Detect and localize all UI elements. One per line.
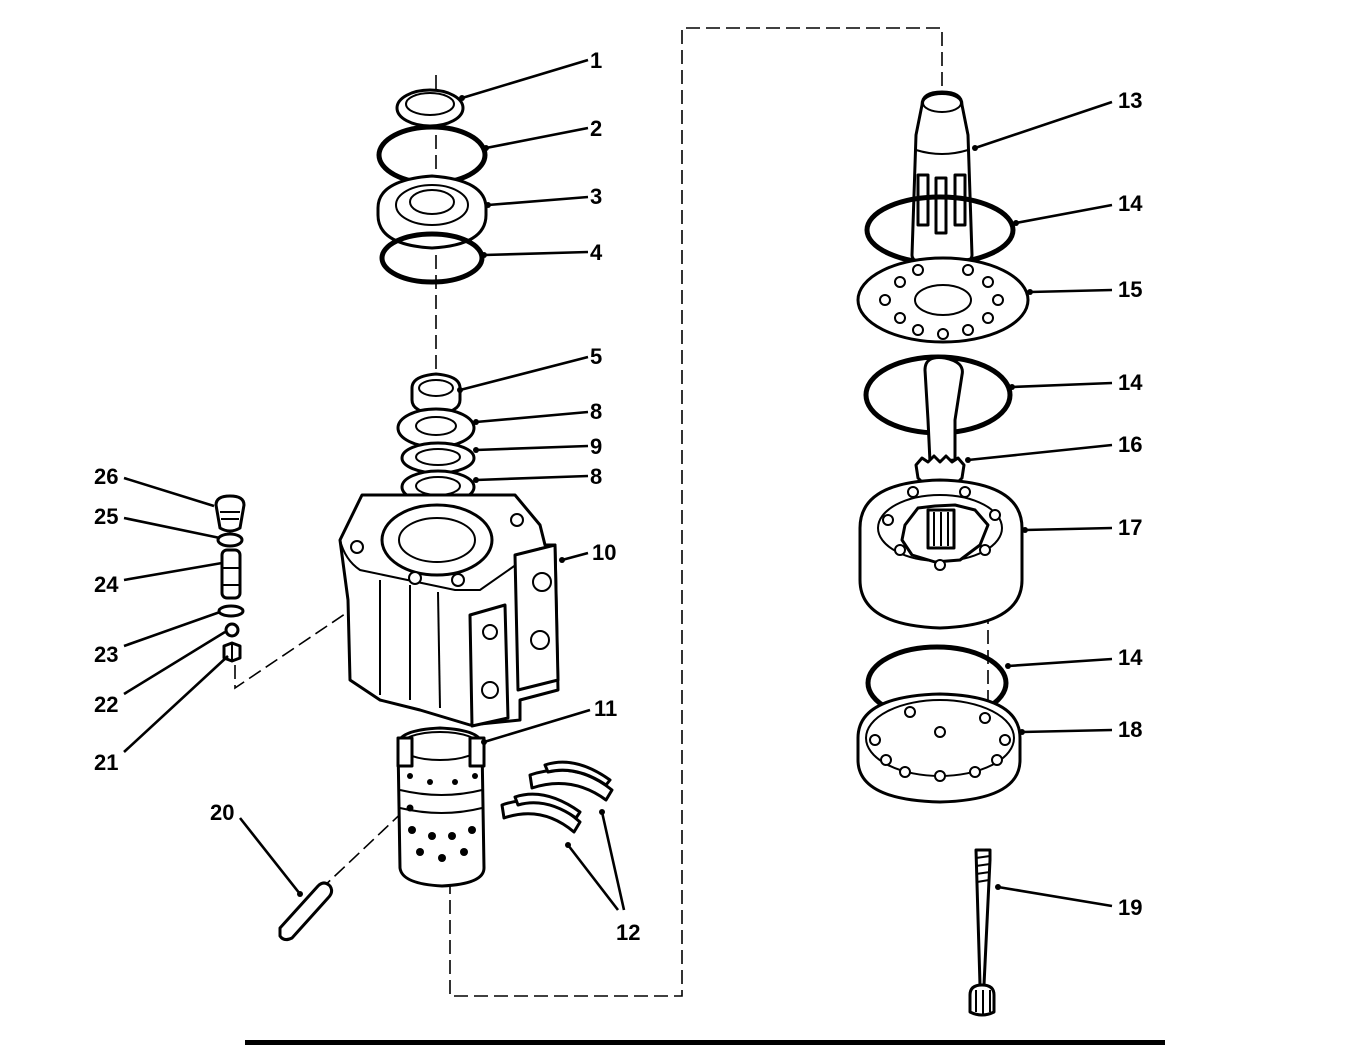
label-20: 20 bbox=[210, 800, 234, 825]
label-4: 4 bbox=[590, 240, 603, 265]
cropped-caption-remnant bbox=[245, 1040, 1165, 1045]
part-19-cap-screw bbox=[968, 848, 996, 1017]
part-15-spacer-plate bbox=[856, 256, 1030, 344]
label-5: 5 bbox=[590, 344, 602, 369]
part-1-seal bbox=[395, 88, 465, 128]
label-3: 3 bbox=[590, 184, 602, 209]
label-16: 16 bbox=[1118, 432, 1142, 457]
label-14c: 14 bbox=[1118, 645, 1143, 670]
part-13-spool-shaft bbox=[910, 90, 974, 269]
label-8b: 8 bbox=[590, 464, 602, 489]
part-3-bearing-race bbox=[376, 174, 488, 250]
part-17-gerotor bbox=[858, 478, 1024, 630]
leader-dots bbox=[297, 95, 1033, 897]
part-25-seal bbox=[216, 532, 244, 548]
part-10-housing bbox=[338, 493, 560, 728]
part-22-ball bbox=[224, 622, 240, 638]
part-4-o-ring bbox=[379, 231, 485, 285]
part-16-drive bbox=[914, 356, 966, 487]
label-19: 19 bbox=[1118, 895, 1142, 920]
label-15: 15 bbox=[1118, 277, 1142, 302]
label-2: 2 bbox=[590, 116, 602, 141]
label-13: 13 bbox=[1118, 88, 1142, 113]
label-22: 22 bbox=[94, 692, 118, 717]
label-25: 25 bbox=[94, 504, 118, 529]
callout-labels: 1 2 3 4 5 8 9 8 10 11 12 13 14 15 14 16 … bbox=[94, 48, 1143, 945]
label-23: 23 bbox=[94, 642, 118, 667]
part-11-sleeve bbox=[396, 726, 486, 888]
label-9: 9 bbox=[590, 434, 602, 459]
label-17: 17 bbox=[1118, 515, 1142, 540]
label-11: 11 bbox=[594, 696, 617, 721]
leader-lines bbox=[123, 58, 1113, 911]
part-8a-washer bbox=[396, 407, 476, 449]
part-26-cap bbox=[214, 494, 246, 533]
label-24: 24 bbox=[94, 572, 119, 597]
part-9-washer bbox=[400, 441, 476, 475]
label-18: 18 bbox=[1118, 717, 1142, 742]
label-14a: 14 bbox=[1118, 191, 1143, 216]
label-26: 26 bbox=[94, 464, 118, 489]
label-8a: 8 bbox=[590, 399, 602, 424]
part-24-valve bbox=[220, 548, 242, 600]
part-12-springs bbox=[500, 760, 614, 834]
part-23-o-ring bbox=[217, 604, 245, 618]
label-14b: 14 bbox=[1118, 370, 1143, 395]
part-20-pin bbox=[278, 881, 334, 942]
label-21: 21 bbox=[94, 750, 118, 775]
part-18-end-cap bbox=[856, 692, 1022, 804]
label-10: 10 bbox=[592, 540, 616, 565]
label-12: 12 bbox=[616, 920, 640, 945]
label-1: 1 bbox=[590, 48, 602, 73]
part-5-seal bbox=[410, 372, 462, 416]
